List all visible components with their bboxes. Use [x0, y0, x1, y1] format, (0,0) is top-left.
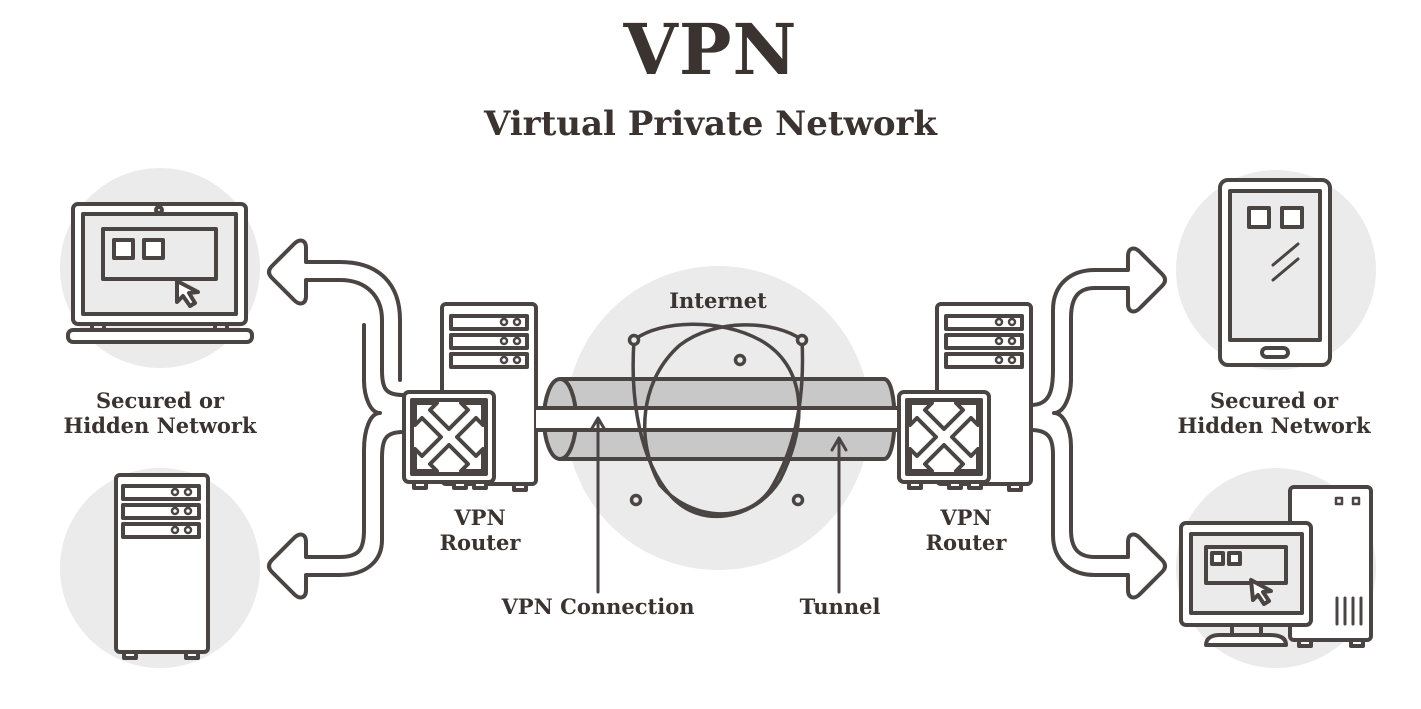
internet-orbits-icon — [627, 322, 809, 519]
diagram-subtitle: Virtual Private Network — [483, 104, 937, 144]
left-brace-arrows — [267, 238, 405, 600]
internet-label: Internet — [669, 288, 767, 313]
left-router-label: VPN Router — [410, 505, 550, 555]
vpn-connection-pointer — [589, 416, 607, 594]
left-router-label-line2: Router — [439, 530, 521, 556]
laptop-icon — [66, 202, 254, 344]
desktop-computer-icon — [1179, 485, 1373, 648]
vpn-router-left — [402, 302, 538, 492]
right-brace-arrows — [1029, 246, 1167, 600]
vpn-connection-label: VPN Connection — [501, 594, 695, 619]
right-network-label: Secured or Hidden Network — [1174, 388, 1374, 438]
right-network-label-line1: Secured or — [1209, 388, 1339, 413]
left-network-label-line1: Secured or — [95, 388, 225, 413]
tunnel-pointer — [830, 436, 848, 594]
right-router-label-line1: VPN — [940, 505, 992, 530]
right-router-label: VPN Router — [896, 505, 1036, 555]
vpn-router-right — [897, 302, 1033, 492]
diagram-title: VPN — [623, 8, 798, 91]
tunnel-label: Tunnel — [799, 594, 881, 619]
right-router-label-line2: Router — [925, 530, 1007, 556]
left-router-label-line1: VPN — [454, 505, 506, 530]
left-network-label-line2: Hidden Network — [63, 413, 257, 439]
right-network-label-line2: Hidden Network — [1177, 413, 1371, 439]
tablet-icon — [1218, 178, 1332, 367]
server-icon-left — [114, 473, 210, 660]
left-network-label: Secured or Hidden Network — [60, 388, 260, 438]
